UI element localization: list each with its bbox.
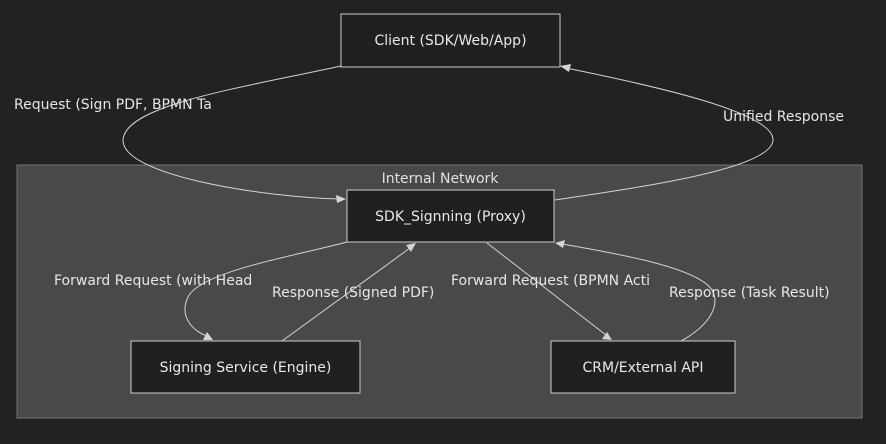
node-signing-service: Signing Service (Engine) xyxy=(130,340,361,394)
arrowhead-signing-to-proxy xyxy=(406,243,416,252)
edge-proxy-to-client xyxy=(554,67,774,201)
node-proxy: SDK_Signning (Proxy) xyxy=(346,189,555,243)
edge-label-proxy-to-crm: Forward Request (BPMN Acti xyxy=(451,273,650,289)
node-client: Client (SDK/Web/App) xyxy=(340,13,561,68)
arrowhead-client-to-proxy xyxy=(336,195,346,203)
arrowhead-crm-to-proxy xyxy=(555,240,565,248)
node-client-label: Client (SDK/Web/App) xyxy=(374,33,526,49)
edge-label-proxy-to-client: Unified Response xyxy=(723,109,844,125)
edge-label-signing-to-proxy: Response (Signed PDF) xyxy=(272,285,434,301)
node-proxy-label: SDK_Signning (Proxy) xyxy=(375,209,526,225)
edge-crm-to-proxy xyxy=(561,243,716,342)
arrowhead-proxy-to-client xyxy=(560,64,571,72)
edge-label-proxy-to-signing: Forward Request (with Head xyxy=(54,273,252,289)
node-crm: CRM/External API xyxy=(550,340,736,394)
edge-label-crm-to-proxy: Response (Task Result) xyxy=(669,285,830,301)
edge-proxy-to-signing xyxy=(184,241,348,337)
edge-label-client-to-proxy: Request (Sign PDF, BPMN Tas xyxy=(14,97,219,113)
edge-signing-to-proxy xyxy=(281,247,411,342)
node-crm-label: CRM/External API xyxy=(583,360,704,376)
arrowhead-proxy-to-crm xyxy=(602,332,612,340)
node-signing-service-label: Signing Service (Engine) xyxy=(160,360,332,376)
edges xyxy=(122,64,774,342)
arrowhead-proxy-to-signing xyxy=(203,332,213,340)
cluster-label: Internal Network xyxy=(382,171,500,187)
edge-labels: Request (Sign PDF, BPMN Tas Unified Resp… xyxy=(14,97,844,301)
edge-proxy-to-crm xyxy=(486,242,607,336)
edge-client-to-proxy xyxy=(122,65,342,200)
